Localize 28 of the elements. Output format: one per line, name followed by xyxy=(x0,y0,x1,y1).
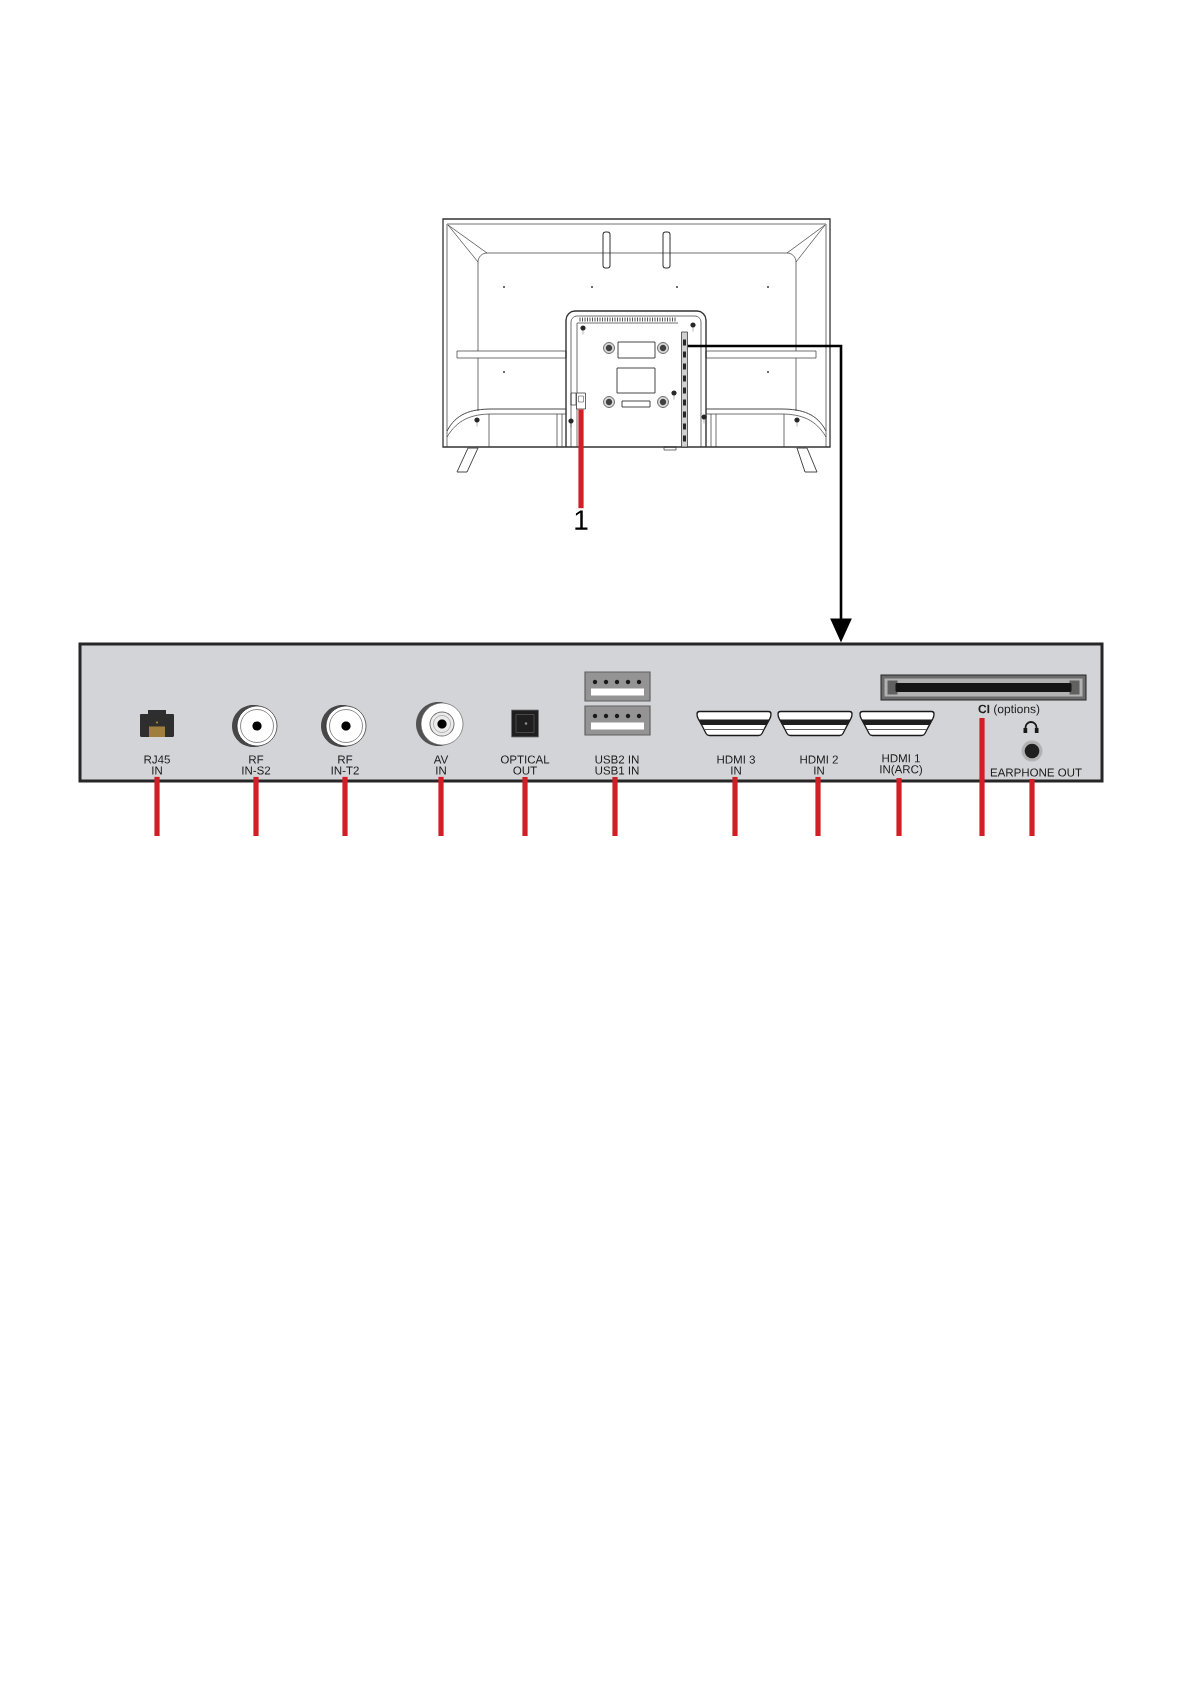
port-label: AV IN xyxy=(433,755,449,775)
port-label: RF IN-S2 xyxy=(242,755,271,775)
leader-line xyxy=(815,776,821,836)
port-label: OPTICAL OUT xyxy=(500,755,550,775)
connector xyxy=(576,392,586,410)
port-label: HDMI 3 IN xyxy=(717,755,755,775)
leader-line xyxy=(612,777,618,836)
leader-line xyxy=(253,776,259,836)
port-label: USB1 IN xyxy=(595,766,639,775)
port-label: EARPHONE OUT xyxy=(990,768,1082,777)
leader-line xyxy=(979,718,985,836)
leader-line xyxy=(522,777,528,836)
port-label: RF IN-T2 xyxy=(331,755,359,775)
port-label: CI (options) xyxy=(978,704,1040,716)
leader-line xyxy=(1029,779,1035,836)
leader-line xyxy=(154,776,160,836)
leader-line xyxy=(578,409,584,509)
leader-line xyxy=(342,776,348,836)
leader-line xyxy=(438,776,444,836)
port-label: HDMI 2 IN xyxy=(800,755,838,775)
leader-line xyxy=(896,778,902,836)
connector-strip xyxy=(681,331,688,448)
port-label: HDMI 1 IN(ARC) xyxy=(880,754,922,776)
callout-number: 1 xyxy=(575,510,588,530)
port-label: USB2 IN xyxy=(595,755,639,764)
port-label: RJ45 IN xyxy=(144,755,170,775)
tv-rear-drawing xyxy=(442,218,831,473)
leader-line xyxy=(732,776,738,836)
